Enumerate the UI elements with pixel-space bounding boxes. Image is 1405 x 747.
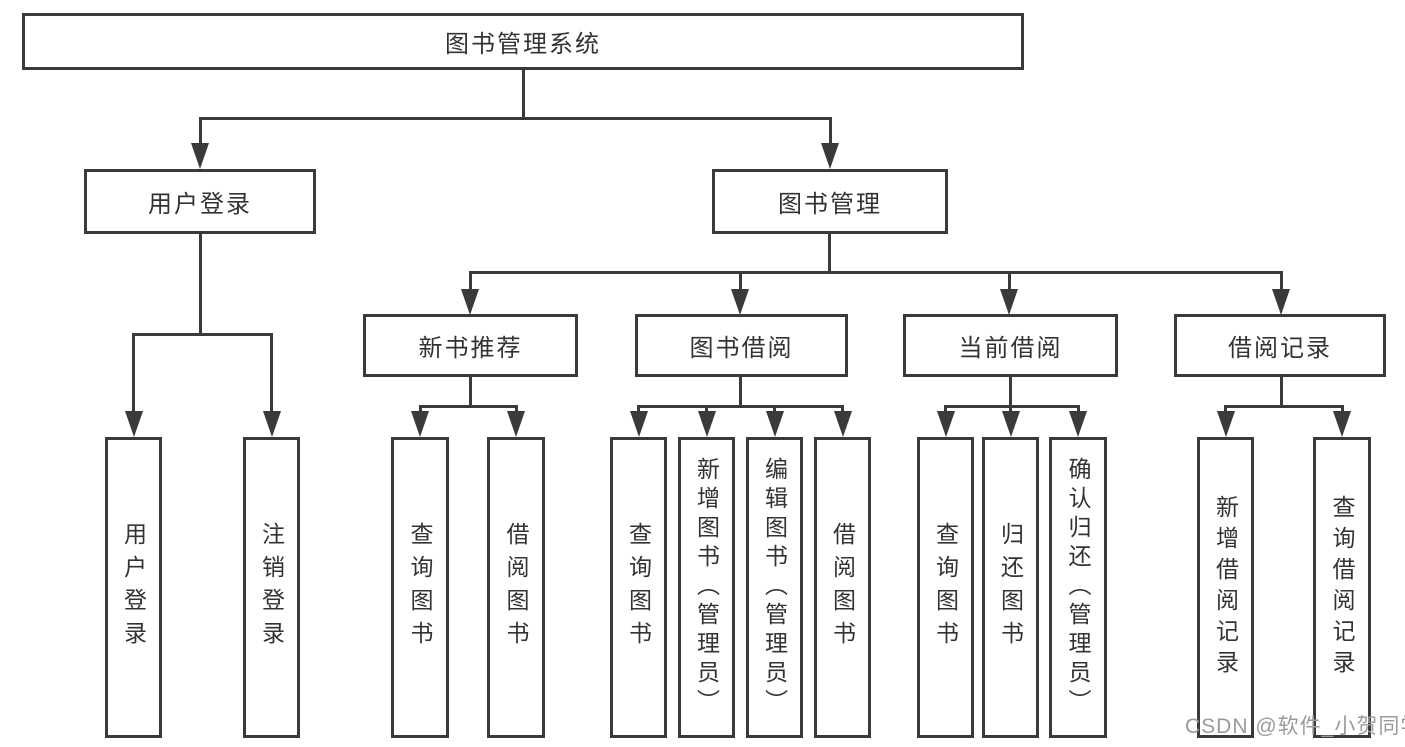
- node-current-borrow: 当前借阅: [903, 314, 1118, 377]
- connector-arrow-down: [198, 117, 202, 143]
- leaf-borrow-books: 借阅图书: [814, 437, 871, 738]
- leaf-label: 注销登录: [258, 521, 285, 654]
- connector-arrow-down: [1009, 405, 1012, 411]
- connector-arrow-down: [1340, 405, 1344, 411]
- connector-arrow-down: [270, 333, 273, 411]
- leaf-return-books: 归还图书: [982, 437, 1039, 738]
- leaf-label: 查询图书: [932, 521, 959, 654]
- connector-arrow-down: [773, 405, 776, 411]
- node-label: 图书借阅: [689, 335, 794, 362]
- node-user-login: 用户登录: [84, 169, 316, 234]
- connector-line-h: [198, 117, 832, 120]
- connector-arrow-down: [1224, 405, 1227, 411]
- connector-line-h: [1224, 405, 1344, 408]
- node-label: 图书管理系统: [445, 31, 601, 58]
- node-book-management: 图书管理: [712, 169, 948, 234]
- watermark: CSDN @软件_小贺同学: [1185, 715, 1405, 738]
- leaf-label: 确认归还（管理员）: [1065, 457, 1091, 718]
- leaf-confirm-return-admin: 确认归还（管理员）: [1049, 437, 1107, 738]
- connector-line-v: [521, 68, 525, 118]
- connector-line-v: [1279, 376, 1283, 407]
- connector-arrow-down: [1279, 271, 1283, 289]
- leaf-borrow-books-recommend: 借阅图书: [487, 437, 545, 738]
- node-borrow-records: 借阅记录: [1174, 314, 1386, 377]
- leaf-edit-books-admin: 编辑图书（管理员）: [746, 437, 803, 738]
- leaf-add-borrow-record: 新增借阅记录: [1197, 437, 1254, 738]
- node-label: 借阅记录: [1228, 335, 1332, 362]
- leaf-label: 借阅图书: [503, 521, 529, 654]
- connector-line-h: [418, 405, 518, 408]
- connector-line-v: [739, 376, 742, 407]
- connector-line-h: [468, 271, 1283, 274]
- connector-line-v: [469, 376, 472, 407]
- leaf-label: 查询图书: [625, 521, 652, 654]
- leaf-label: 新增借阅记录: [1212, 494, 1239, 681]
- connector-line-v: [828, 232, 831, 273]
- connector-arrow-down: [944, 405, 947, 411]
- connector-arrow-down: [637, 405, 640, 411]
- connector-arrow-down: [1076, 405, 1080, 411]
- connector-arrow-down: [705, 405, 708, 411]
- connector-arrow-down: [468, 271, 472, 289]
- node-label: 用户登录: [148, 191, 252, 218]
- connector-line-v: [198, 233, 202, 335]
- connector-line-h: [132, 333, 273, 336]
- node-label: 当前借阅: [958, 335, 1063, 362]
- connector-arrow-down: [828, 117, 832, 143]
- leaf-label: 查询图书: [407, 521, 433, 654]
- leaf-label: 查询借阅记录: [1329, 494, 1355, 681]
- leaf-label: 归还图书: [997, 521, 1024, 654]
- leaf-query-borrow-record: 查询借阅记录: [1313, 437, 1371, 738]
- connector-arrow-down: [1007, 271, 1011, 289]
- leaf-label: 用户登录: [120, 521, 147, 654]
- leaf-query-books-current: 查询图书: [917, 437, 974, 738]
- connector-arrow-down: [841, 405, 844, 411]
- leaf-logout-login: 注销登录: [243, 437, 300, 738]
- node-book-borrow: 图书借阅: [635, 314, 848, 377]
- node-label: 新书推荐: [418, 335, 523, 362]
- leaf-label: 编辑图书（管理员）: [761, 457, 788, 718]
- node-root: 图书管理系统: [22, 13, 1024, 70]
- node-new-book-recommend: 新书推荐: [363, 314, 578, 377]
- node-label: 图书管理: [778, 191, 882, 218]
- connector-line-h: [944, 405, 1080, 408]
- connector-arrow-down: [738, 271, 742, 289]
- connector-line-h: [637, 405, 844, 408]
- connector-arrow-down: [418, 405, 422, 411]
- leaf-add-books-admin: 新增图书（管理员）: [678, 437, 735, 738]
- leaf-label: 新增图书（管理员）: [693, 457, 720, 718]
- leaf-label: 借阅图书: [829, 521, 856, 654]
- leaf-query-books-borrow: 查询图书: [610, 437, 667, 738]
- leaf-user-login: 用户登录: [105, 437, 162, 738]
- connector-arrow-down: [514, 405, 518, 411]
- leaf-query-books-recommend: 查询图书: [391, 437, 449, 738]
- connector-arrow-down: [132, 333, 135, 411]
- connector-line-v: [1008, 376, 1012, 407]
